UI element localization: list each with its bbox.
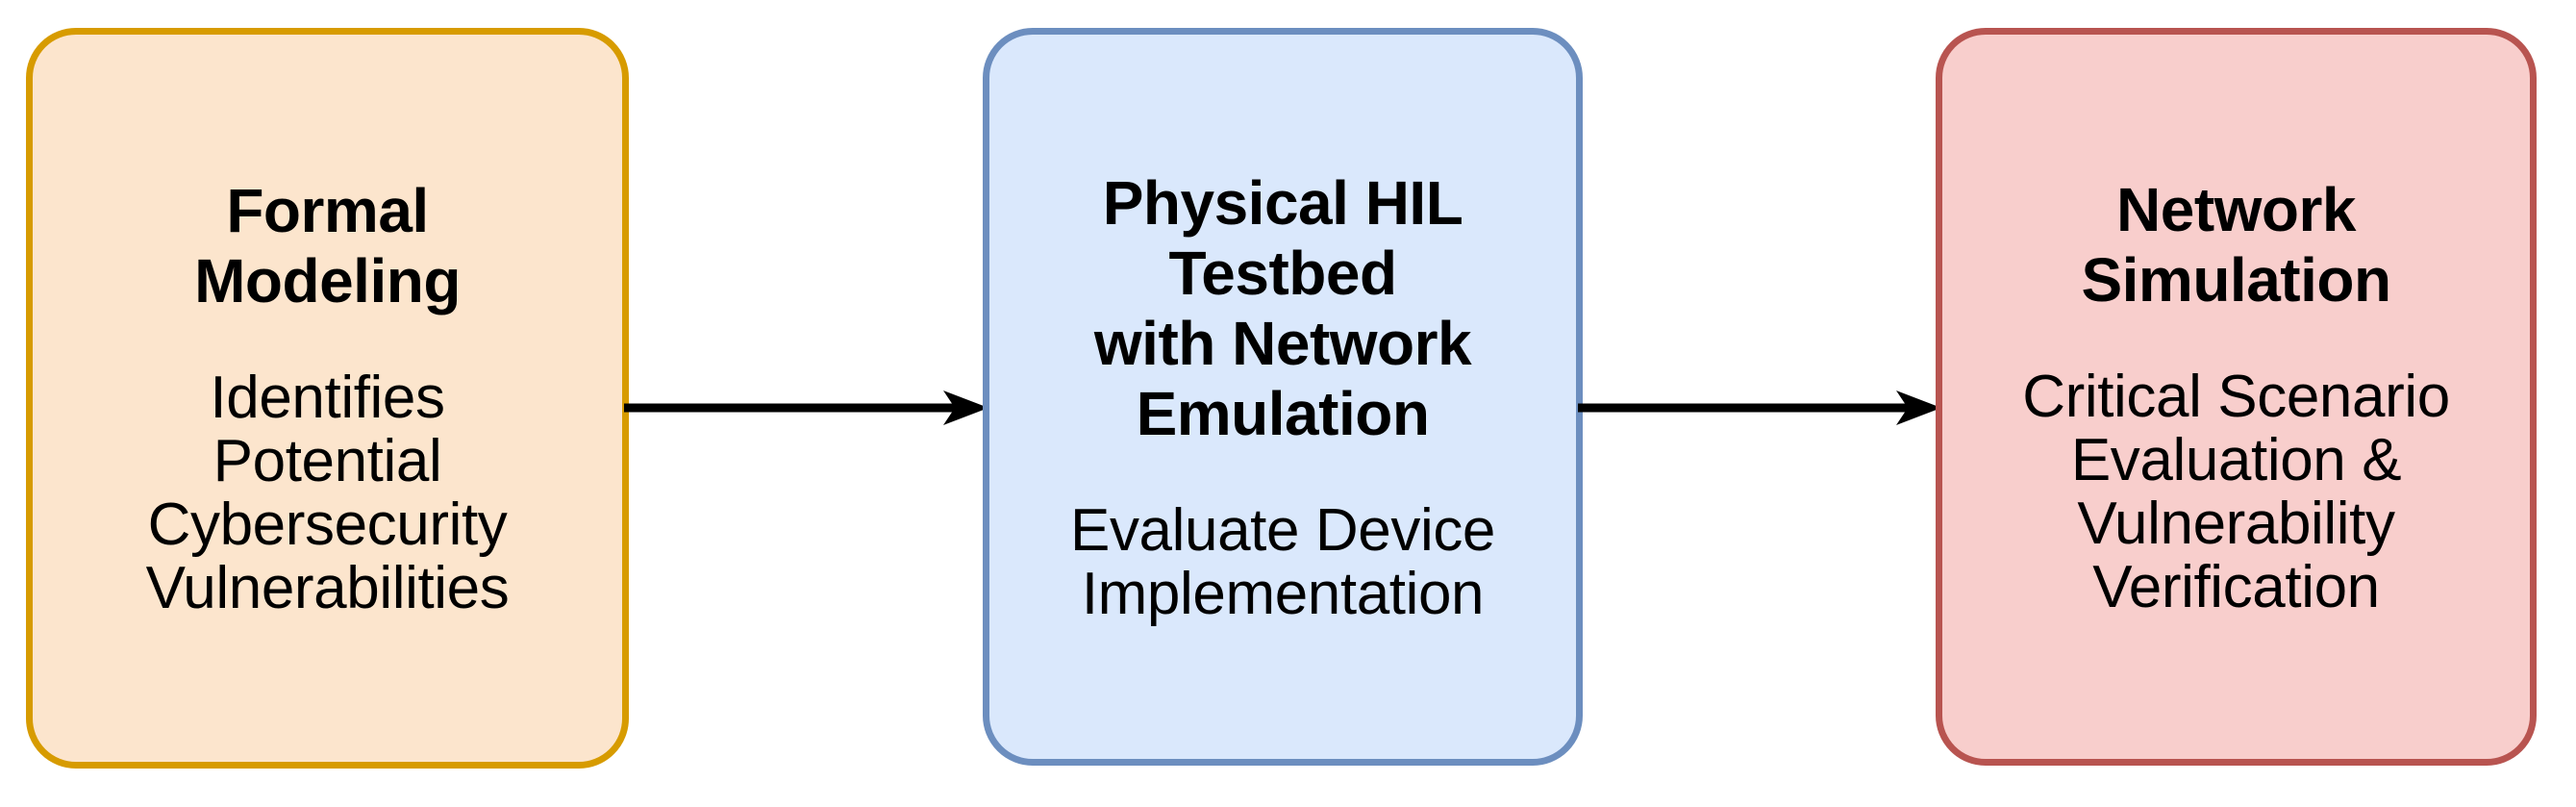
flow-node-body: Identifies Potential Cybersecurity Vulne… (145, 365, 510, 621)
flow-node-hil-testbed[interactable]: Physical HIL Testbed with Network Emulat… (983, 28, 1583, 766)
flow-node-title: Formal Modeling (194, 176, 461, 315)
flow-node-title: Network Simulation (2081, 174, 2391, 315)
flow-node-formal-modeling[interactable]: Formal Modeling Identifies Potential Cyb… (26, 28, 629, 769)
flow-node-body: Evaluate Device Implementation (1069, 496, 1496, 627)
flow-arrow-formal-to-hil (624, 391, 988, 425)
flow-node-body: Critical Scenario Evaluation & Vulnerabi… (2022, 363, 2450, 620)
arrow-head-icon (1896, 391, 1941, 425)
flow-arrow-hil-to-network (1578, 391, 1941, 425)
flow-node-network-simulation[interactable]: Network Simulation Critical Scenario Eva… (1936, 28, 2537, 766)
arrow-head-icon (943, 391, 988, 425)
flow-node-title: Physical HIL Testbed with Network Emulat… (1093, 167, 1472, 448)
